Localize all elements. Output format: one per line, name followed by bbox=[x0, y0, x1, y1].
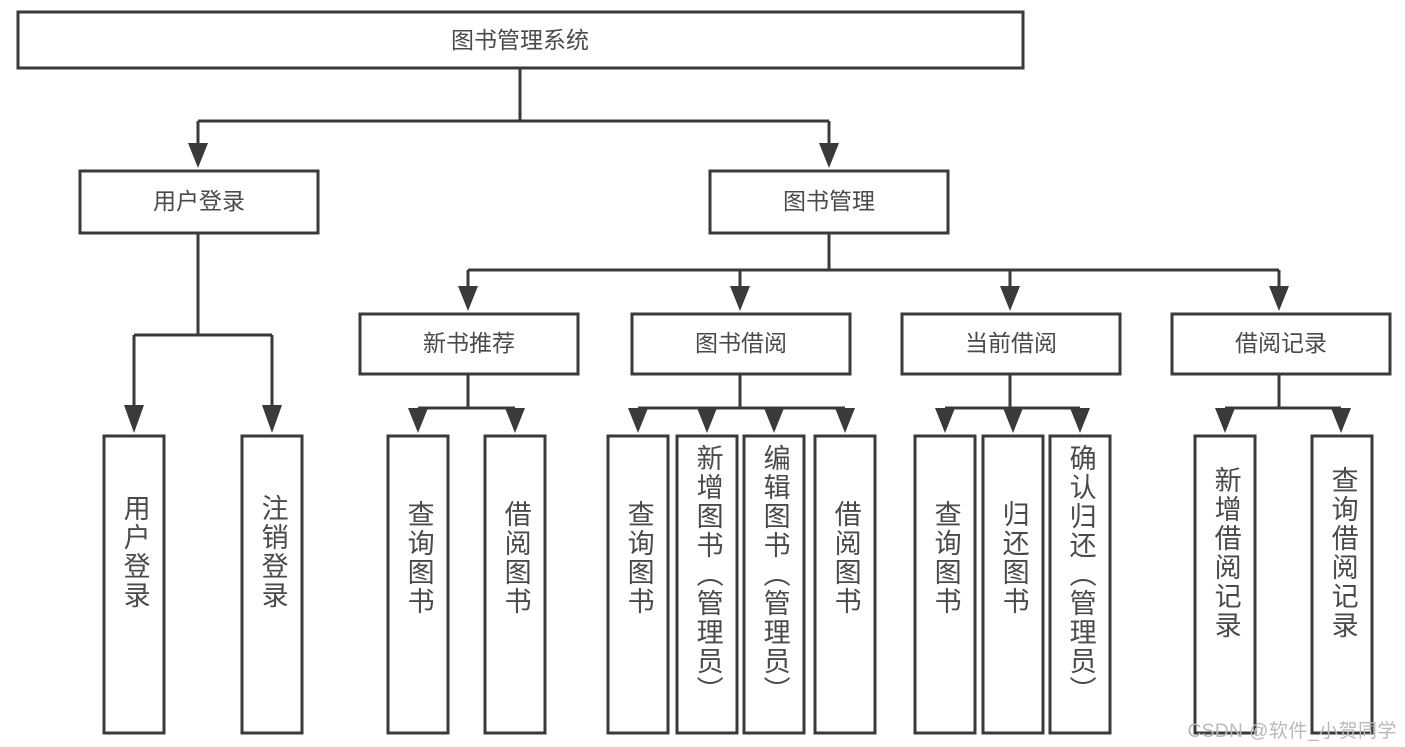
arrow-to-current-borrow bbox=[1000, 286, 1020, 311]
leaf-borrow-book-2-box[interactable] bbox=[813, 434, 877, 735]
leaf-edit-book-box[interactable] bbox=[742, 434, 806, 735]
leaf-query-record-box[interactable] bbox=[1310, 434, 1374, 735]
arrow-to-leaf-query-record bbox=[1331, 408, 1351, 433]
arrow-to-leaf-query-book-3 bbox=[935, 408, 955, 433]
arrow-to-leaf-edit-book bbox=[764, 408, 784, 433]
connector-group-new-book-recommend bbox=[408, 373, 525, 433]
leaf-logout-login-box[interactable] bbox=[240, 434, 304, 735]
connector-group-borrow-record bbox=[1215, 373, 1351, 433]
leaf-return-book-box[interactable] bbox=[981, 434, 1045, 735]
node-user-login-box[interactable] bbox=[78, 169, 320, 235]
connector-group-book-mgmt bbox=[458, 233, 1289, 311]
arrow-to-new-book-recommend bbox=[458, 286, 478, 311]
connector-group-user-login bbox=[124, 233, 282, 433]
node-root-label: 图书管理系统 bbox=[451, 27, 589, 53]
node-current-borrow-box[interactable] bbox=[900, 312, 1122, 376]
csdn-watermark: CSDN @软件_小贺同学 bbox=[1187, 721, 1397, 742]
arrow-to-leaf-query-book-1 bbox=[408, 408, 428, 433]
node-root-box[interactable] bbox=[16, 10, 1025, 70]
node-book-borrow-box[interactable] bbox=[630, 312, 852, 376]
arrow-to-leaf-borrow-book-2 bbox=[835, 408, 855, 433]
node-book-management-label: 图书管理 bbox=[783, 188, 875, 214]
arrow-to-book-borrow bbox=[730, 286, 750, 311]
node-new-book-recommend-box[interactable] bbox=[358, 312, 580, 376]
leaf-user-login-box[interactable] bbox=[102, 434, 166, 735]
node-borrow-record-box[interactable] bbox=[1170, 312, 1392, 376]
node-book-management-box[interactable] bbox=[708, 169, 950, 235]
arrow-to-leaf-confirm-return bbox=[1070, 408, 1090, 433]
arrow-to-leaf-add-book bbox=[697, 408, 717, 433]
arrow-root-to-user-login bbox=[188, 143, 208, 168]
arrow-to-leaf-borrow-book-1 bbox=[505, 408, 525, 433]
connector-group-root bbox=[188, 68, 839, 168]
node-new-book-recommend-label: 新书推荐 bbox=[423, 330, 515, 356]
leaf-borrow-book-1-box[interactable] bbox=[483, 434, 547, 735]
arrow-to-leaf-return-book bbox=[1003, 408, 1023, 433]
leaf-query-book-2-box[interactable] bbox=[606, 434, 670, 735]
leaf-query-book-3-box[interactable] bbox=[913, 434, 977, 735]
arrow-to-leaf-add-record bbox=[1215, 408, 1235, 433]
leaf-confirm-return-box[interactable] bbox=[1048, 434, 1112, 735]
arrow-to-leaf-logout-login bbox=[262, 405, 282, 433]
node-current-borrow-label: 当前借阅 bbox=[965, 330, 1057, 356]
node-user-login-label: 用户登录 bbox=[153, 188, 245, 214]
connector-group-current-borrow bbox=[935, 373, 1090, 433]
arrow-to-leaf-query-book-2 bbox=[628, 408, 648, 433]
arrow-to-leaf-user-login bbox=[124, 405, 144, 433]
node-borrow-record-label: 借阅记录 bbox=[1235, 330, 1327, 356]
arrow-root-to-book-mgmt bbox=[819, 143, 839, 168]
connector-group-book-borrow bbox=[628, 373, 855, 433]
node-book-borrow-label: 图书借阅 bbox=[695, 330, 787, 356]
arrow-to-borrow-record bbox=[1269, 286, 1289, 311]
leaf-query-book-1-box[interactable] bbox=[386, 434, 450, 735]
leaf-add-book-box[interactable] bbox=[675, 434, 739, 735]
leaf-add-record-box[interactable] bbox=[1193, 434, 1257, 735]
